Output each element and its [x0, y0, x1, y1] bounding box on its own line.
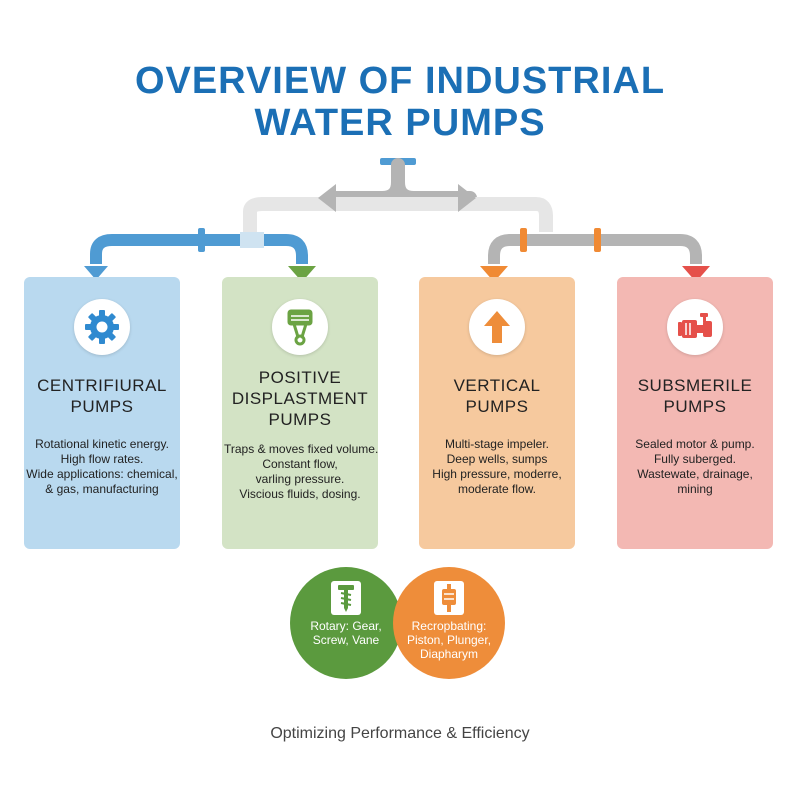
card-vertical: VERTICAL PUMPS Multi-stage impeler. Deep… [419, 277, 575, 549]
reciprocating-subtype-circle: Recropbating: Piston, Plunger, Diapharym [393, 567, 505, 679]
right-branch-flange-1 [520, 228, 527, 252]
left-branch-flange [198, 228, 205, 252]
card-description: Multi-stage impeler. Deep wells, sumps H… [432, 437, 562, 496]
up-arrow-icon [469, 299, 525, 355]
piston-icon [272, 299, 328, 355]
gear-icon [74, 299, 130, 355]
screw-icon [331, 581, 361, 620]
title-line-2: WATER PUMPS [254, 102, 546, 144]
red-drop-arrow-icon [682, 266, 710, 282]
page-title: OVERVIEW OF INDUSTRIAL WATER PUMPS [0, 60, 800, 144]
piston-icon [434, 581, 464, 620]
central-pipe [323, 158, 477, 205]
rotary-subtype-circle: Rotary: Gear, Screw, Vane [290, 567, 402, 679]
card-centrifugal: CENTRIFIURAL PUMPS Rotational kinetic en… [24, 277, 180, 549]
rotary-subtype-label: Rotary: Gear, Screw, Vane [310, 619, 382, 647]
card-heading: CENTRIFIURAL PUMPS [37, 376, 167, 416]
card-submersible: SUBSMERILE PUMPS Sealed motor & pump. Fu… [617, 277, 773, 549]
card-heading: POSITIVE DISPLASTMENT PUMPS [231, 368, 369, 429]
green-drop-arrow-icon [288, 266, 316, 282]
footer-tagline: Optimizing Performance & Efficiency [270, 725, 530, 742]
card-heading: VERTICAL PUMPS [453, 376, 541, 416]
left-arrow-icon [318, 184, 336, 212]
card-description: Traps & moves fixed volume. Constant flo… [224, 442, 379, 501]
card-heading: SUBSMERILE PUMPS [637, 376, 753, 416]
motor-pump-icon [667, 299, 723, 355]
card-description: Rotational kinetic energy. High flow rat… [26, 437, 178, 496]
card-description: Sealed motor & pump. Fully suberged. Was… [635, 437, 755, 496]
right-branch-flange-2 [594, 228, 601, 252]
left-branch-joint [240, 232, 264, 248]
title-line-1: OVERVIEW OF INDUSTRIAL [134, 60, 666, 102]
card-positive-displacement: POSITIVE DISPLASTMENT PUMPS Traps & move… [222, 277, 378, 549]
blue-drop-arrow-icon [84, 266, 108, 280]
reciprocating-subtype-label: Recropbating: Piston, Plunger, Diapharym [406, 619, 492, 661]
right-arrow-icon [458, 184, 476, 212]
orange-drop-arrow-icon [480, 266, 508, 282]
distribution-pipe [243, 197, 553, 232]
